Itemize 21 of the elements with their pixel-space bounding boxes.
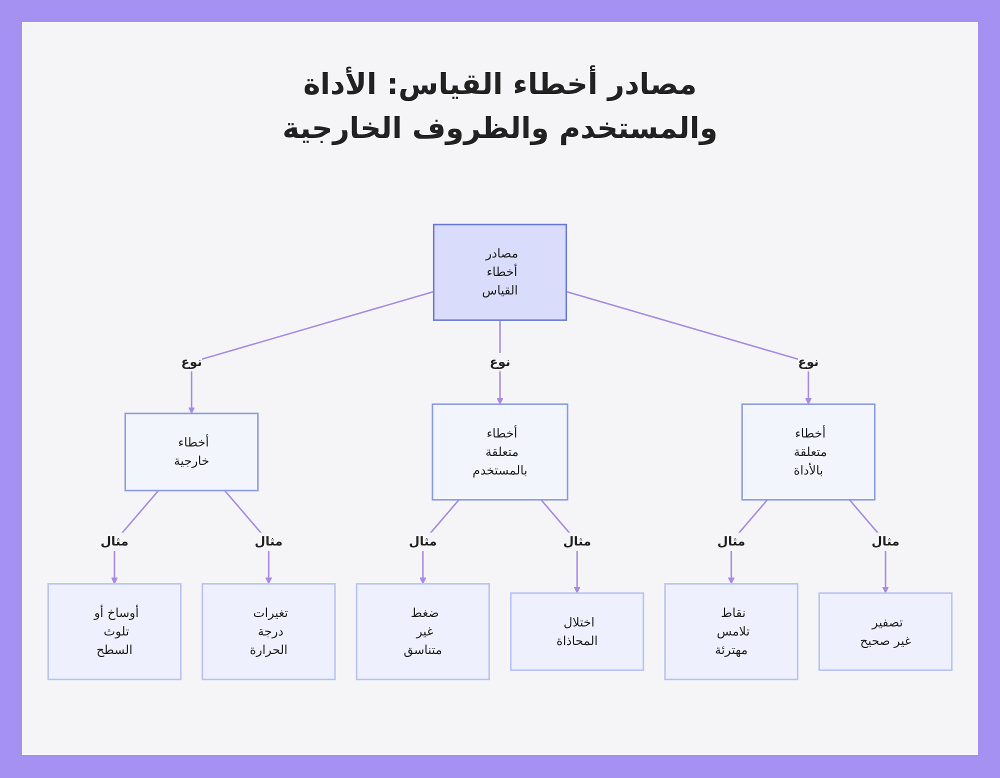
edge-label: مثال [717,532,746,552]
arrow [188,290,434,414]
example-box: ضغط غير متناسق [356,583,490,680]
example-box: أوساخ أو تلوث السطح [47,583,182,680]
example-box: تصفير غير صحيح [818,592,953,671]
category-box: أخطاء متعلقة بالمستخدم [432,403,568,501]
edge-label: نوع [490,352,510,372]
category-box: أخطاء خارجية [124,412,259,492]
category-box: أخطاء متعلقة بالأداة [741,403,876,501]
edge-label: مثال [100,532,128,552]
arrow [496,320,504,404]
example-box: اختلال المحاذاة [510,592,644,671]
topic-box: مصادر أخطاء القياس [432,224,568,321]
edge-label: مثال [872,532,900,552]
edge-label: مثال [408,532,437,552]
example-box: تغيرات درجة الحرارة [202,583,336,680]
edge-label: مثال [563,532,592,552]
edge-label: مثال [254,532,283,552]
example-box: نقاط تلامس مهترئة [664,583,798,680]
arrow [566,290,812,404]
title: مصادر أخطاء القياس: الأداة والمستخدم والظروف الخارجية [281,64,719,148]
